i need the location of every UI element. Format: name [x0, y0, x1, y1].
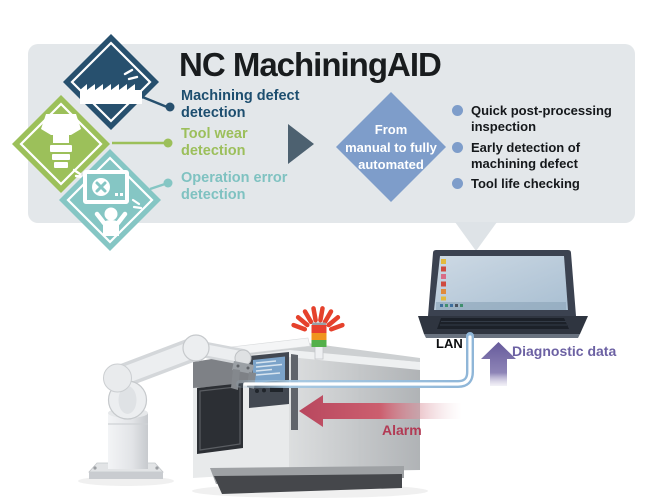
diamond-operation-error [59, 149, 161, 251]
feature-label-operation-error: Operation error detection [181, 170, 288, 204]
benefits-list: Quick post-processing inspection Early d… [452, 103, 630, 197]
laptop-front-edge [424, 334, 580, 338]
saw-blade-icon [80, 68, 142, 104]
laptop-taskbar [436, 302, 566, 310]
laptop-keyboard [437, 318, 569, 329]
lan-cable [236, 332, 474, 388]
benefit-text: Quick post-processing inspection [471, 103, 612, 134]
connector-dot-green [163, 138, 173, 148]
signal-light-green [311, 340, 327, 347]
laptop-taskbar-dots [440, 304, 463, 307]
alarm-arrow-icon [299, 395, 462, 427]
flow-arrow-icon [288, 124, 314, 164]
laptop-key-rows [440, 321, 567, 326]
diamond-shape [63, 34, 159, 130]
alarm-label: Alarm [382, 422, 422, 438]
transition-diamond [336, 92, 446, 202]
robot-arm [88, 334, 256, 479]
machine-slot [291, 354, 298, 430]
machine-door-frame [199, 385, 241, 451]
robot-upper-arm [111, 340, 203, 386]
diamond-shape [12, 95, 110, 193]
bullet-icon [452, 178, 463, 190]
transition-line-1: From [374, 122, 408, 137]
benefit-text: Tool life checking [471, 176, 580, 192]
robot-base-plate-edge [89, 472, 163, 479]
benefit-text: Early detection of machining defect [471, 139, 581, 171]
diamond-inner-outline [19, 102, 103, 186]
connector-dot-teal [163, 178, 173, 188]
connector-line-navy [139, 94, 168, 109]
connector-line-teal [149, 182, 166, 191]
laptop-screen-icons [441, 259, 446, 301]
robot-pedestal [108, 413, 148, 469]
benefit-item: Early detection of machining defect [452, 140, 630, 172]
robot-joint [103, 363, 132, 393]
diamond-tool-wear [12, 95, 110, 193]
transition-diamond-label: From manual to fully automated [334, 121, 448, 174]
bullet-icon [452, 141, 463, 153]
page-title: NC MachiningAID [179, 46, 442, 83]
feature-connectors [112, 94, 175, 191]
diagnostic-data-arrow-icon [481, 342, 516, 386]
operation-error-icon [83, 170, 143, 236]
lan-label: LAN [436, 336, 463, 351]
connector-dot-navy [165, 102, 175, 112]
machine-base [214, 474, 402, 494]
laptop-screen [434, 256, 568, 310]
transition-line-2: manual to fully [345, 139, 437, 155]
robot-elbow-joint [182, 334, 210, 362]
feature-label-machining-defect: Machining defect detection [181, 88, 300, 122]
diamond-inner-outline [70, 41, 152, 123]
diamond-inner-outline [66, 156, 154, 244]
signal-tower [291, 306, 345, 360]
benefit-item: Tool life checking [452, 176, 630, 192]
end-mill-icon [41, 114, 85, 179]
benefit-item: Quick post-processing inspection [452, 103, 630, 135]
signal-tower-cap [312, 322, 326, 326]
signal-light-red [311, 325, 327, 333]
panel-tail-pointer [455, 222, 497, 251]
transition-line-3: automated [358, 157, 424, 173]
signal-light-orange [311, 333, 327, 340]
diagnostic-data-label: Diagnostic data [512, 343, 617, 359]
machine-door-opening [197, 383, 243, 454]
signal-tower-pole [314, 345, 324, 360]
feature-label-tool-wear: Tool wear detection [181, 126, 248, 160]
feature-panel-background [28, 44, 635, 223]
diamond-machining-defect [63, 34, 159, 130]
laptop [418, 250, 588, 338]
alarm-rays-icon [291, 306, 345, 332]
bullet-icon [452, 105, 463, 116]
